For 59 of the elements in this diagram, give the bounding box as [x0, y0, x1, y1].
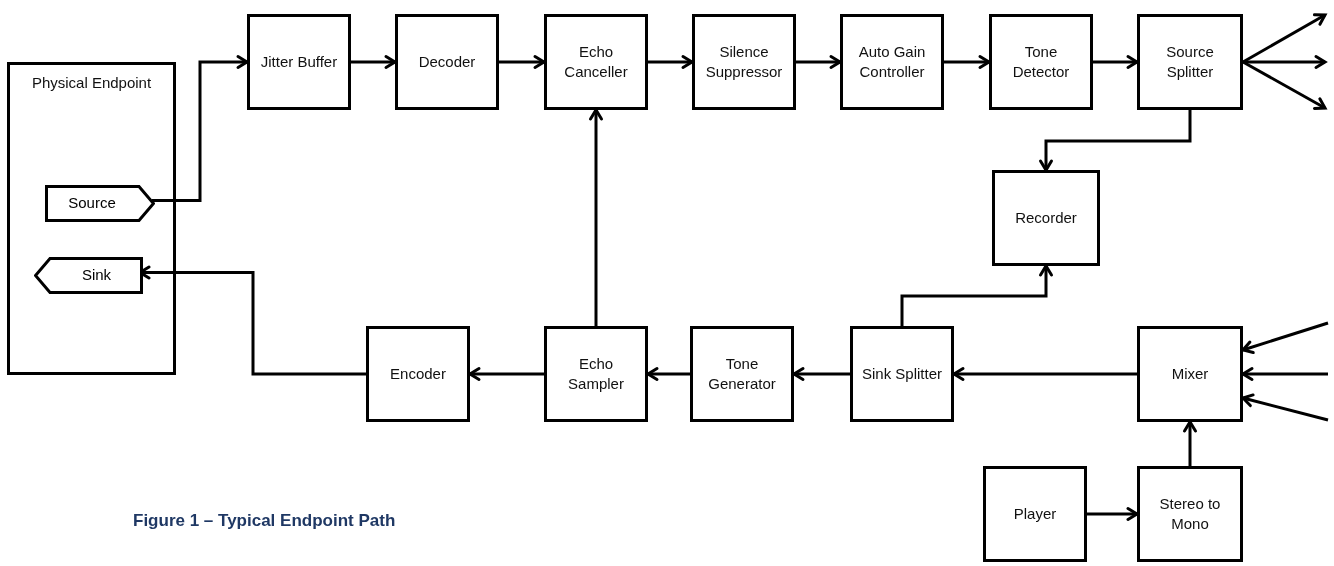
process-box	[544, 14, 648, 110]
process-box	[983, 466, 1087, 562]
arrow	[589, 108, 603, 326]
arrow	[648, 55, 694, 69]
arrow	[1039, 110, 1192, 172]
arrow	[1241, 393, 1329, 422]
process-box	[1137, 326, 1243, 422]
arrow	[1241, 321, 1329, 354]
box-label: Source Splitter	[1165, 41, 1215, 82]
box-label: Encoder	[390, 363, 446, 384]
box-label: Echo Sampler	[567, 353, 625, 394]
process-box	[992, 170, 1100, 266]
arrow	[952, 367, 1137, 381]
port-shape	[34, 257, 143, 294]
process-box	[247, 14, 351, 110]
process-box	[690, 326, 794, 422]
box-label: Jitter Buffer	[260, 51, 338, 72]
process-box	[989, 14, 1093, 110]
box-label: Stereo to Mono	[1158, 493, 1222, 534]
box-label: Mixer	[1171, 363, 1209, 384]
box-label: Auto Gain Controller	[857, 41, 927, 82]
port-label: Sink	[81, 266, 112, 285]
arrow	[944, 55, 991, 69]
figure-caption: Figure 1 – Typical Endpoint Path	[133, 510, 396, 532]
port-label: Source	[68, 194, 116, 213]
box-label: Sink Splitter	[861, 363, 942, 384]
process-box	[1137, 14, 1243, 110]
arrow	[792, 367, 850, 381]
arrow	[646, 367, 690, 381]
arrow	[1242, 60, 1327, 110]
port-shape	[45, 185, 155, 222]
box-label: Tone Detector	[1011, 41, 1071, 82]
arrow	[1243, 55, 1327, 69]
arrow	[1087, 507, 1139, 521]
arrow	[900, 264, 1053, 326]
process-box	[850, 326, 954, 422]
box-label: Echo Canceller	[563, 41, 629, 82]
box-label: Player	[1013, 503, 1057, 524]
arrow	[152, 55, 249, 202]
arrow	[1241, 367, 1328, 381]
box-label: Decoder	[418, 51, 476, 72]
arrow	[796, 55, 842, 69]
arrow	[1183, 420, 1197, 466]
arrow	[1242, 13, 1327, 64]
box-label: Silence Suppressor	[704, 41, 784, 82]
arrow	[468, 367, 544, 381]
process-box	[840, 14, 944, 110]
endpoint-container	[7, 62, 176, 375]
box-label: Tone Generator	[707, 353, 777, 394]
box-label: Recorder	[1015, 207, 1077, 228]
arrow	[499, 55, 546, 69]
process-box	[366, 326, 470, 422]
process-box	[544, 326, 648, 422]
process-box	[1137, 466, 1243, 562]
arrow	[351, 55, 397, 69]
process-box	[692, 14, 796, 110]
arrow	[1093, 55, 1139, 69]
box-label: Physical Endpoint	[31, 73, 152, 93]
process-box	[395, 14, 499, 110]
